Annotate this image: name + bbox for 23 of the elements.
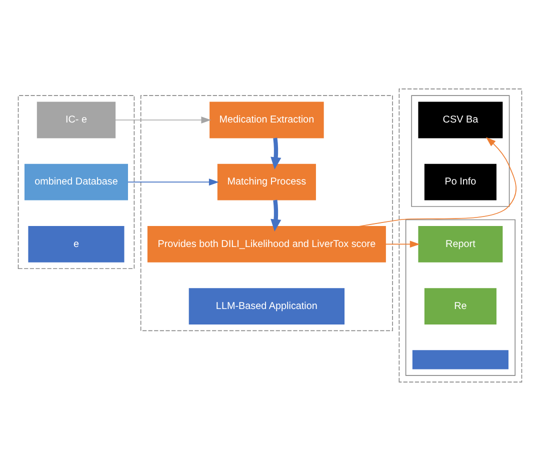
cluster [140,94,393,331]
node-bar [412,350,508,369]
arrow [114,116,212,123]
node-box: Medication Extraction [210,101,324,138]
arrow [270,137,282,169]
arrow [358,136,516,226]
node-box: LLM-Based Application [188,288,345,324]
node-box: IC- e [36,101,116,138]
arrow [270,199,282,232]
arrow [128,178,219,186]
node-box: Report [418,225,503,262]
node-box: CSV Ba [418,101,503,138]
node-box: Po Info [424,163,496,200]
cluster [398,88,522,382]
node-box: Matching Process [217,163,316,200]
cluster [405,218,516,376]
node-box: e [28,225,124,262]
node-box: ombined Database [24,163,128,200]
node-box: Re [424,288,496,324]
cluster [411,94,510,206]
arrow [385,240,420,248]
cluster [18,94,135,269]
node-box: Provides both DILI_Likelihood and LiverTox score [147,225,386,262]
